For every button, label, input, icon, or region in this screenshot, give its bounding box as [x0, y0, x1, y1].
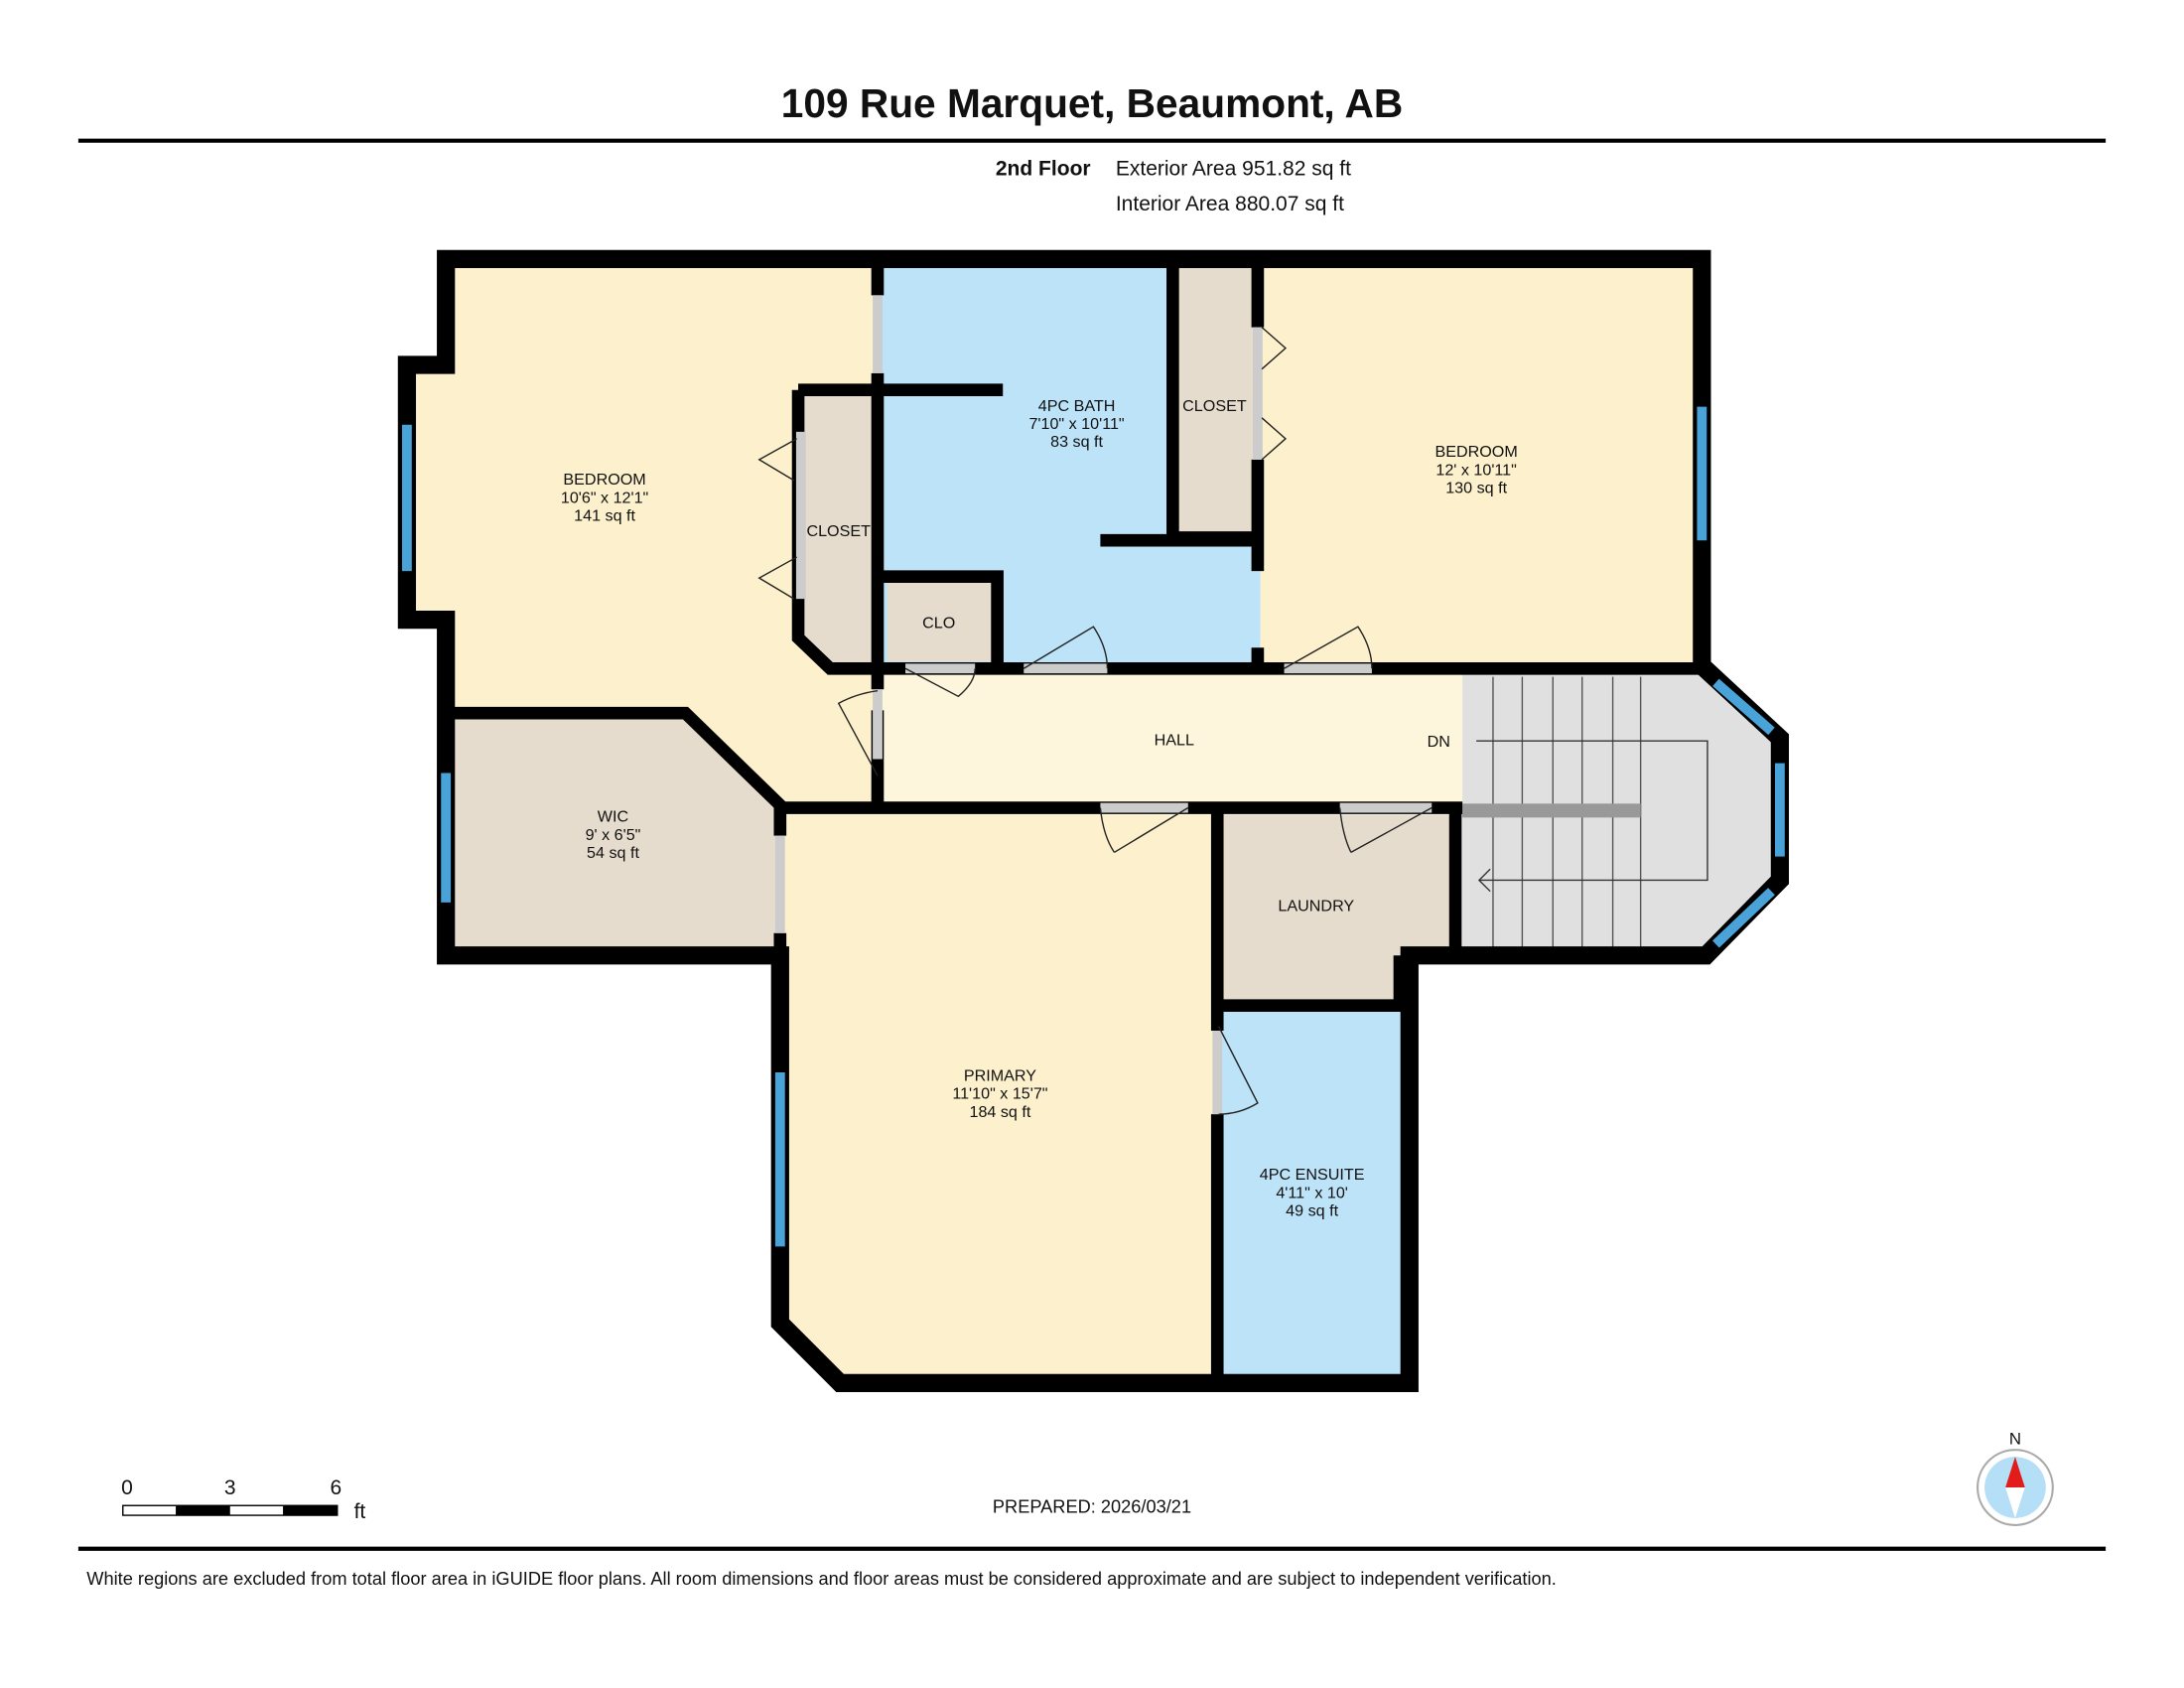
footer-disclaimer: White regions are excluded from total fl… [86, 1568, 1557, 1589]
scale-unit: ft [354, 1500, 366, 1523]
room-dims: 4'11" x 10' [1276, 1184, 1348, 1201]
room-bedroom-2: BEDROOM 12' x 10'11" 130 sq ft [1434, 443, 1517, 496]
stairs-down-label: DN [1428, 733, 1450, 751]
room-name: PRIMARY [964, 1066, 1036, 1084]
interior-area: Interior Area 880.07 sq ft [1116, 193, 1344, 215]
room-area: 83 sq ft [1050, 433, 1103, 451]
ensuite-area [1218, 1005, 1407, 1379]
clo-area [887, 582, 994, 662]
room-area: 184 sq ft [969, 1103, 1030, 1121]
windows [401, 406, 1785, 1247]
room-area: 49 sq ft [1286, 1202, 1338, 1220]
room-bedroom-1: BEDROOM 10'6" x 12'1" 141 sq ft [561, 471, 649, 524]
primary-area [779, 814, 1219, 1379]
stair-direction-arrow [1476, 740, 1708, 882]
prepared-date: PREPARED: 2026/03/21 [993, 1495, 1191, 1516]
closet-2-area [1176, 267, 1254, 537]
wic-area [446, 717, 780, 956]
bedroom-1-area [406, 267, 878, 805]
scale-tick-0: 0 [121, 1477, 133, 1499]
scale-bar: 0 3 6 ft [121, 1477, 365, 1523]
room-fills [406, 267, 1780, 1379]
hall-area [877, 673, 1463, 805]
room-ensuite: 4PC ENSUITE 4'11" x 10' 49 sq ft [1260, 1166, 1365, 1219]
room-dims: 9' x 6'5" [586, 826, 641, 844]
room-laundry: LAUNDRY [1278, 897, 1354, 914]
room-name: 4PC BATH [1038, 397, 1116, 415]
room-dims: 11'10" x 15'7" [952, 1085, 1047, 1103]
room-name: WIC [598, 808, 629, 826]
room-dims: 12' x 10'11" [1435, 461, 1517, 479]
closet-1-area [800, 393, 878, 669]
room-area: 141 sq ft [574, 507, 635, 525]
scale-tick-3: 3 [224, 1477, 236, 1499]
room-name: 4PC ENSUITE [1260, 1166, 1365, 1184]
room-dims: 7'10" x 10'11" [1028, 415, 1124, 433]
room-dims: 10'6" x 12'1" [561, 489, 649, 506]
room-closet-2: CLOSET [1182, 397, 1247, 415]
room-wic: WIC 9' x 6'5" 54 sq ft [586, 808, 641, 862]
room-name: BEDROOM [563, 471, 645, 489]
doors [757, 295, 1433, 1115]
compass-icon: N [1977, 1430, 2054, 1526]
room-primary: PRIMARY 11'10" x 15'7" 184 sq ft [952, 1066, 1047, 1120]
compass-north-label: N [2009, 1430, 2021, 1449]
room-closet-1: CLOSET [806, 522, 871, 540]
room-clo: CLO [922, 615, 955, 633]
room-hall: HALL [1155, 731, 1194, 749]
room-area: 130 sq ft [1445, 480, 1507, 497]
page-title: 109 Rue Marquet, Beaumont, AB [781, 80, 1404, 126]
room-area: 54 sq ft [587, 844, 639, 862]
room-bath: 4PC BATH 7'10" x 10'11" 83 sq ft [1028, 397, 1124, 451]
bath-area [877, 267, 1261, 666]
staircase [1462, 676, 1708, 947]
exterior-area: Exterior Area 951.82 sq ft [1116, 158, 1351, 181]
room-name: BEDROOM [1434, 443, 1517, 461]
floor-label: 2nd Floor [996, 158, 1091, 181]
scale-tick-6: 6 [331, 1477, 342, 1499]
bedroom-2-area [1260, 267, 1700, 666]
